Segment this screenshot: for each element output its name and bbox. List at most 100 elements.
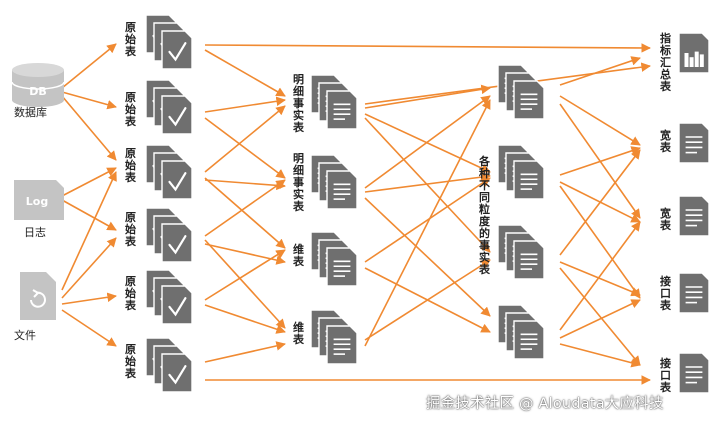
flow-arrow: [364, 177, 491, 263]
flow-arrow: [559, 149, 641, 256]
document-icon: [161, 30, 193, 70]
flow-arrow: [559, 146, 641, 176]
flow-arrow: [61, 309, 117, 347]
document-icon: [161, 223, 193, 263]
flow-arrow: [204, 177, 286, 249]
flow-arrow: [61, 43, 117, 89]
flow-arrow: [559, 343, 641, 368]
document-icon: [513, 80, 545, 120]
flow-arrow: [559, 221, 641, 331]
flow-arrow: [61, 292, 117, 305]
flow-arrow: [559, 56, 641, 86]
raw-table-label: 原始表: [125, 211, 136, 248]
flow-arrow: [204, 179, 286, 191]
output-label-interface-table: 接口表: [660, 275, 671, 312]
document-icon: [678, 195, 710, 237]
raw-table-label: 原始表: [125, 147, 136, 184]
document-icon: [513, 320, 545, 360]
flow-arrow: [61, 171, 117, 291]
raw-table-label: 原始表: [125, 91, 136, 128]
raw-table-stack: [145, 79, 193, 135]
flow-arrow: [364, 113, 491, 173]
flow-arrow: [559, 267, 641, 366]
flow-arrow: [204, 49, 286, 97]
aggregate-table-stack: [497, 304, 545, 360]
flow-arrow: [204, 239, 286, 329]
flow-arrow: [61, 167, 117, 197]
flow-arrow: [204, 105, 286, 173]
flow-arrow: [204, 249, 286, 301]
dimension-table-label: 维表: [293, 321, 304, 346]
document-icon: [678, 272, 710, 314]
flow-arrow: [61, 199, 117, 231]
bar-chart-doc-icon: [678, 32, 710, 74]
aggregate-table-stack: [497, 144, 545, 200]
flow-arrow: [204, 117, 286, 179]
flow-arrow: [61, 237, 117, 299]
source-label-log: 日志: [24, 226, 46, 239]
flow-arrow: [559, 185, 641, 299]
file-refresh-icon: [20, 272, 56, 320]
output-label-wide-table: 宽表: [660, 207, 671, 232]
document-icon: [161, 160, 193, 200]
document-icon: [326, 247, 358, 287]
document-icon: [161, 353, 193, 393]
flow-arrow: [204, 304, 286, 334]
flow-arrow: [364, 99, 491, 347]
raw-table-stack: [145, 269, 193, 325]
detail-table-stack: [310, 74, 358, 130]
flow-arrow: [559, 95, 641, 146]
flow-arrow: [364, 259, 491, 341]
flow-arrow: [204, 179, 286, 237]
log-file-icon: Log: [14, 180, 64, 220]
source-label-database: 数据库: [14, 106, 47, 119]
document-icon: [326, 170, 358, 210]
log-icon-text: Log: [26, 195, 48, 208]
raw-table-stack: [145, 14, 193, 70]
document-icon: [513, 240, 545, 280]
database-icon: DB: [11, 63, 65, 107]
raw-table-label: 原始表: [125, 275, 136, 312]
flow-arrow: [364, 197, 491, 317]
document-icon: [678, 352, 710, 394]
flow-arrow: [364, 172, 491, 193]
document-icon: [326, 90, 358, 130]
flow-arrow: [204, 43, 651, 53]
detail-fact-table-label: 明细事实表: [293, 152, 304, 213]
dimension-table-label: 维表: [293, 243, 304, 268]
detail-table-stack: [310, 231, 358, 287]
flow-arrow: [61, 95, 117, 161]
document-icon: [513, 160, 545, 200]
watermark: 掘金技术社区 @ Aloudata大应科技: [426, 396, 664, 412]
output-label-wide-table: 宽表: [660, 129, 671, 154]
flow-arrow: [364, 95, 491, 189]
aggregate-table-stack: [497, 64, 545, 120]
flow-arrow: [364, 117, 491, 253]
flow-arrow: [559, 299, 641, 339]
flow-arrow: [559, 261, 641, 297]
detail-table-stack: [310, 309, 358, 365]
aggregate-table-stack: [497, 224, 545, 280]
output-label-interface-table: 接口表: [660, 357, 671, 394]
raw-table-stack: [145, 144, 193, 200]
aggregate-fact-tables-label: 各种不同粒度的事实表: [479, 155, 490, 276]
raw-table-label: 原始表: [125, 343, 136, 380]
detail-table-stack: [310, 154, 358, 210]
document-icon: [678, 122, 710, 164]
document-icon: [326, 325, 358, 365]
raw-table-stack: [145, 207, 193, 263]
flow-arrow: [204, 341, 286, 363]
document-icon: [161, 95, 193, 135]
raw-table-label: 原始表: [125, 21, 136, 58]
database-icon-text: DB: [29, 85, 47, 98]
document-icon: [161, 285, 193, 325]
flow-arrow: [364, 84, 491, 109]
detail-fact-table-label: 明细事实表: [293, 73, 304, 134]
raw-table-stack: [145, 337, 193, 393]
output-label-metric-summary: 指标汇总表: [660, 32, 671, 93]
flow-arrow: [61, 91, 117, 110]
flow-arrow: [204, 96, 286, 113]
source-label-file: 文件: [14, 329, 36, 342]
